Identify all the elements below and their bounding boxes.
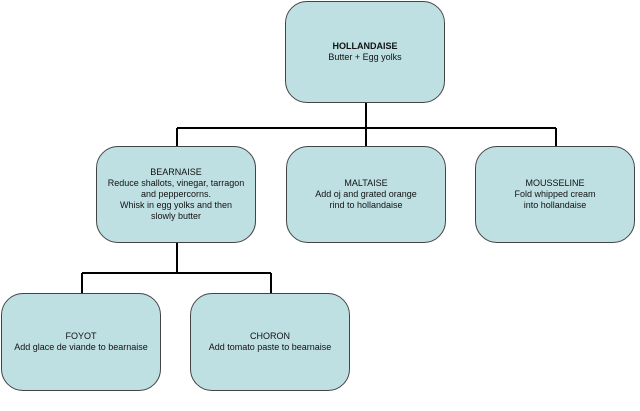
node-choron: CHORON Add tomato paste to bearnaise [190,293,350,391]
node-desc: Add glace de viande to bearnaise [14,342,148,352]
node-desc: Whisk in egg yolks and then [119,200,233,210]
node-desc: into hollandaise [523,200,587,210]
node-foyot: FOYOT Add glace de viande to bearnaise [1,293,161,391]
node-title: MOUSSELINE [525,178,585,188]
node-title: FOYOT [65,331,97,341]
node-bearnaise: BEARNAISE Reduce shallots, vinegar, tarr… [96,146,256,243]
node-desc: Add oj and grated orange [315,189,417,199]
node-title: HOLLANDAISE [332,41,398,51]
node-desc: Butter + Egg yolks [328,52,402,62]
node-desc: Add tomato paste to bearnaise [208,342,332,352]
node-desc: rind to hollandaise [329,200,403,210]
node-desc: Fold whipped cream [514,189,596,199]
node-title: MALTAISE [344,178,388,188]
node-mousseline: MOUSSELINE Fold whipped cream into holla… [475,146,635,243]
node-desc: slowly butter [150,211,202,221]
connector-bearnaise [81,243,272,293]
node-title: BEARNAISE [150,167,202,177]
node-title: CHORON [250,331,290,341]
node-desc: and peppercorns. [140,189,212,199]
node-desc: Reduce shallots, vinegar, tarragon [107,178,245,188]
node-maltaise: MALTAISE Add oj and grated orange rind t… [286,146,446,243]
connector-hollandaise [176,103,557,146]
node-hollandaise: HOLLANDAISE Butter + Egg yolks [285,1,445,103]
